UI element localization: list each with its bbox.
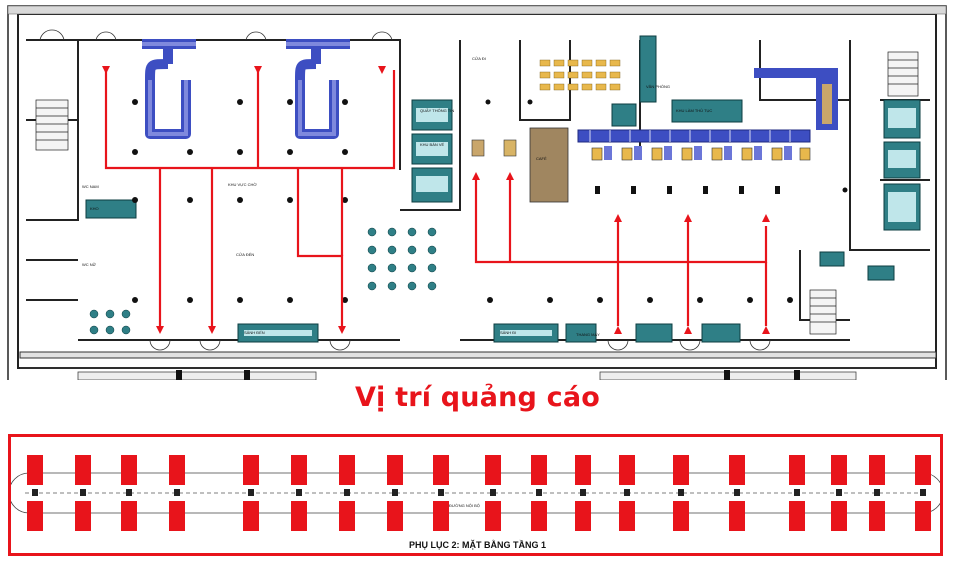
billboard-top-16 bbox=[789, 455, 805, 485]
floor-label-arrival: CỬA ĐẾN bbox=[236, 252, 254, 257]
billboard-top-9 bbox=[433, 455, 449, 485]
billboard-top-8 bbox=[387, 455, 403, 485]
billboard-bottom-6 bbox=[291, 501, 307, 531]
checkin-desks bbox=[591, 147, 811, 161]
pole-2 bbox=[80, 489, 86, 496]
pole-19 bbox=[920, 489, 926, 496]
billboard-top-10 bbox=[485, 455, 501, 485]
pole-17 bbox=[836, 489, 842, 496]
billboard-top-15 bbox=[729, 455, 745, 485]
billboard-bottom-7 bbox=[339, 501, 355, 531]
billboard-bottom-17 bbox=[831, 501, 847, 531]
billboard-top-6 bbox=[291, 455, 307, 485]
floor-label-lift: THANG MÁY bbox=[576, 332, 600, 337]
pole-5 bbox=[248, 489, 254, 496]
floor-label-store: KHO bbox=[90, 206, 99, 211]
billboard-top-17 bbox=[831, 455, 847, 485]
billboard-bottom-1 bbox=[27, 501, 43, 531]
floor-label-cafe: CAFÉ bbox=[536, 156, 547, 161]
pole-14 bbox=[678, 489, 684, 496]
billboard-bottom-13 bbox=[619, 501, 635, 531]
billboard-bottom-3 bbox=[121, 501, 137, 531]
info-desk-1 bbox=[471, 139, 485, 157]
floor-label-departure: CỬA ĐI bbox=[472, 56, 486, 61]
rear-belt bbox=[754, 68, 838, 78]
billboard-top-12 bbox=[575, 455, 591, 485]
floor-label-departure-hall: SẢNH ĐI bbox=[500, 330, 516, 335]
pole-12 bbox=[580, 489, 586, 496]
pole-3 bbox=[126, 489, 132, 496]
pole-6 bbox=[296, 489, 302, 496]
pole-15 bbox=[734, 489, 740, 496]
cafe-tables bbox=[89, 227, 437, 335]
billboard-top-1 bbox=[27, 455, 43, 485]
stairs-right bbox=[809, 51, 919, 335]
pole-7 bbox=[344, 489, 350, 496]
office-desks bbox=[539, 59, 621, 91]
appendix-caption: PHỤ LỤC 2: MẶT BẰNG TẦNG 1 bbox=[409, 540, 546, 550]
baggage-belt-2 bbox=[286, 39, 350, 139]
stairs-left bbox=[35, 99, 69, 151]
billboard-bottom-18 bbox=[869, 501, 885, 531]
pole-16 bbox=[794, 489, 800, 496]
pole-10 bbox=[490, 489, 496, 496]
billboard-bottom-15 bbox=[729, 501, 745, 531]
billboard-top-18 bbox=[869, 455, 885, 485]
flow-arrows bbox=[104, 70, 768, 326]
pole-18 bbox=[874, 489, 880, 496]
billboard-top-11 bbox=[531, 455, 547, 485]
floor-label-checkin: KHU LÀM THỦ TỤC bbox=[676, 108, 712, 113]
lower-band bbox=[19, 351, 937, 359]
floor-label-wc-men: WC NAM bbox=[82, 184, 99, 189]
floor-label-office: VĂN PHÒNG bbox=[646, 84, 670, 89]
billboard-bottom-19 bbox=[915, 501, 931, 531]
floor-label-ticket: KHU BÁN VÉ bbox=[420, 142, 445, 147]
columns bbox=[132, 99, 848, 303]
shop bbox=[529, 127, 569, 203]
pole-8 bbox=[392, 489, 398, 496]
billboard-top-7 bbox=[339, 455, 355, 485]
billboard-bottom-8 bbox=[387, 501, 403, 531]
pole-1 bbox=[32, 489, 38, 496]
checkin-belt bbox=[577, 129, 811, 143]
floor-plan: KHU VỰC CHỜ CỬA ĐẾN CỬA ĐI KHU LÀM THỦ T… bbox=[7, 5, 947, 380]
advert-position-box: ĐƯỜNG NỘI BỘ bbox=[8, 434, 943, 556]
billboard-bottom-16 bbox=[789, 501, 805, 531]
billboard-top-3 bbox=[121, 455, 137, 485]
billboard-bottom-5 bbox=[243, 501, 259, 531]
billboard-bottom-12 bbox=[575, 501, 591, 531]
pole-9 bbox=[438, 489, 444, 496]
floor-label-wc-women: WC NỮ bbox=[82, 262, 97, 267]
billboard-top-13 bbox=[619, 455, 635, 485]
roof-band bbox=[7, 5, 947, 15]
billboard-bottom-4 bbox=[169, 501, 185, 531]
billboard-top-2 bbox=[75, 455, 91, 485]
pole-4 bbox=[174, 489, 180, 496]
billboard-top-19 bbox=[915, 455, 931, 485]
billboard-bottom-2 bbox=[75, 501, 91, 531]
strip-label: ĐƯỜNG NỘI BỘ bbox=[449, 503, 480, 508]
pole-13 bbox=[624, 489, 630, 496]
billboard-bottom-9 bbox=[433, 501, 449, 531]
billboard-top-4 bbox=[169, 455, 185, 485]
floor-label-waiting: KHU VỰC CHỜ bbox=[228, 182, 257, 187]
floor-label-arrival-hall: SẢNH ĐẾN bbox=[244, 330, 265, 335]
billboard-top-14 bbox=[673, 455, 689, 485]
billboard-top-5 bbox=[243, 455, 259, 485]
billboard-bottom-11 bbox=[531, 501, 547, 531]
advert-position-title: Vị trí quảng cáo bbox=[354, 382, 601, 413]
billboard-bottom-10 bbox=[485, 501, 501, 531]
pole-11 bbox=[536, 489, 542, 496]
arrow-heads bbox=[102, 66, 770, 334]
canopy-left bbox=[77, 371, 317, 380]
info-desk-2 bbox=[503, 139, 517, 157]
floor-label-info: QUẦY THÔNG TIN bbox=[420, 108, 454, 113]
advert-strip: ĐƯỜNG NỘI BỘ bbox=[11, 455, 940, 531]
billboard-bottom-14 bbox=[673, 501, 689, 531]
